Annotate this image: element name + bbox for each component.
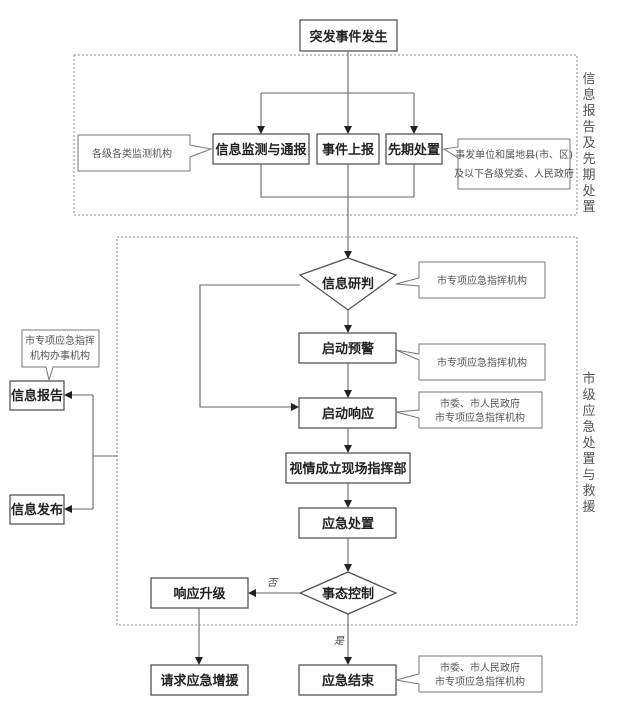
side-label-info-report-char: 期 — [582, 168, 595, 183]
node-field-command-label: 视情成立现场指挥部 — [289, 461, 406, 477]
note-monitor-text: 各级各类监测机构 — [92, 147, 172, 160]
note-left-office — [21, 329, 100, 382]
node-emergency-handling[interactable] — [298, 507, 397, 539]
note-end-line2: 市专项应急指挥机构 — [435, 675, 525, 688]
node-start-warning-label: 启动预警 — [322, 341, 374, 357]
arrow-to-report — [344, 126, 352, 134]
note-end-line1: 市委、市人民政府 — [440, 661, 520, 674]
node-info-report[interactable] — [9, 380, 65, 411]
side-label-city-response-char: 急 — [582, 420, 595, 435]
note-warning-text: 市专项应急指挥机构 — [437, 356, 527, 369]
side-label-info-report-char: 先 — [582, 152, 595, 167]
note-initial-line1: 事发单位和属地县(市、区) — [455, 148, 573, 161]
note-judge — [395, 261, 546, 299]
note-end — [395, 655, 543, 693]
node-response-upgrade[interactable] — [150, 577, 249, 609]
note-left-line2: 机构办事机构 — [30, 349, 90, 362]
side-label-city-response-char: 应 — [582, 403, 595, 419]
side-label-city-response-char: 救 — [582, 483, 595, 499]
node-situation-control-label: 事态控制 — [322, 586, 374, 602]
node-initial-handling-label: 先期处置 — [388, 142, 440, 158]
node-monitor[interactable] — [212, 133, 310, 165]
note-monitor — [77, 134, 213, 172]
side-label-city-response-char: 处 — [582, 436, 595, 451]
node-monitor-label: 信息监测与通报 — [215, 142, 307, 158]
node-request-support[interactable] — [150, 664, 249, 696]
note-warning — [395, 343, 546, 381]
side-label-info-report-char: 置 — [582, 200, 595, 215]
side-label-info-report-char: 及 — [582, 136, 595, 151]
side-label-city-response-char: 级 — [582, 388, 595, 403]
section-city-response-container — [116, 236, 578, 626]
node-request-support-label: 请求应急增援 — [160, 673, 239, 689]
node-incident-occurs-label: 突发事件发生 — [309, 29, 387, 45]
side-label-city-response-char: 市 — [582, 371, 595, 387]
side-label-info-report-char: 信 — [582, 72, 595, 87]
node-start-warning[interactable] — [298, 332, 397, 364]
node-response-upgrade-label: 响应升级 — [173, 586, 226, 602]
node-field-command[interactable] — [285, 452, 411, 484]
node-emergency-end-label: 应急结束 — [322, 673, 375, 689]
side-label-info-report-char: 报 — [582, 104, 595, 119]
node-start-response-label: 启动响应 — [322, 406, 374, 422]
note-response-line1: 市委、市人民政府 — [440, 397, 520, 410]
node-emergency-handling-label: 应急处置 — [322, 516, 374, 532]
note-left-line1: 市专项应急指挥 — [25, 334, 95, 347]
note-response-line2: 市专项应急指挥机构 — [435, 411, 525, 424]
note-judge-text: 市专项应急指挥机构 — [437, 274, 527, 287]
node-situation-control[interactable] — [298, 571, 398, 615]
note-initial-handling — [442, 138, 571, 190]
node-report-label: 事件上报 — [322, 142, 375, 158]
node-info-judge-label: 信息研判 — [322, 276, 374, 292]
side-label-city-response-char: 与 — [582, 468, 595, 483]
node-incident-occurs[interactable] — [299, 19, 398, 52]
node-report[interactable] — [316, 133, 380, 165]
side-label-info-report-char: 处 — [582, 184, 595, 199]
note-response — [395, 391, 543, 429]
side-label-city-response-char: 置 — [582, 452, 595, 467]
connector-merge-bottom — [260, 164, 415, 198]
side-label-info-report-char: 告 — [582, 120, 595, 135]
note-initial-line2: 及以下各级党委、人民政府 — [454, 167, 574, 180]
node-info-judge[interactable] — [298, 257, 398, 311]
section-info-report-container — [73, 54, 578, 216]
branch-label-no: 否 — [267, 578, 279, 589]
node-info-report-label: 信息报告 — [11, 388, 63, 404]
side-label-city-response-char: 援 — [582, 500, 595, 515]
connector-judge-response-skip — [199, 284, 300, 411]
node-start-response[interactable] — [298, 397, 397, 429]
side-label-info-report-char: 息 — [582, 87, 595, 103]
node-info-publish-label: 信息发布 — [11, 502, 63, 518]
branch-label-yes: 是 — [334, 636, 345, 647]
